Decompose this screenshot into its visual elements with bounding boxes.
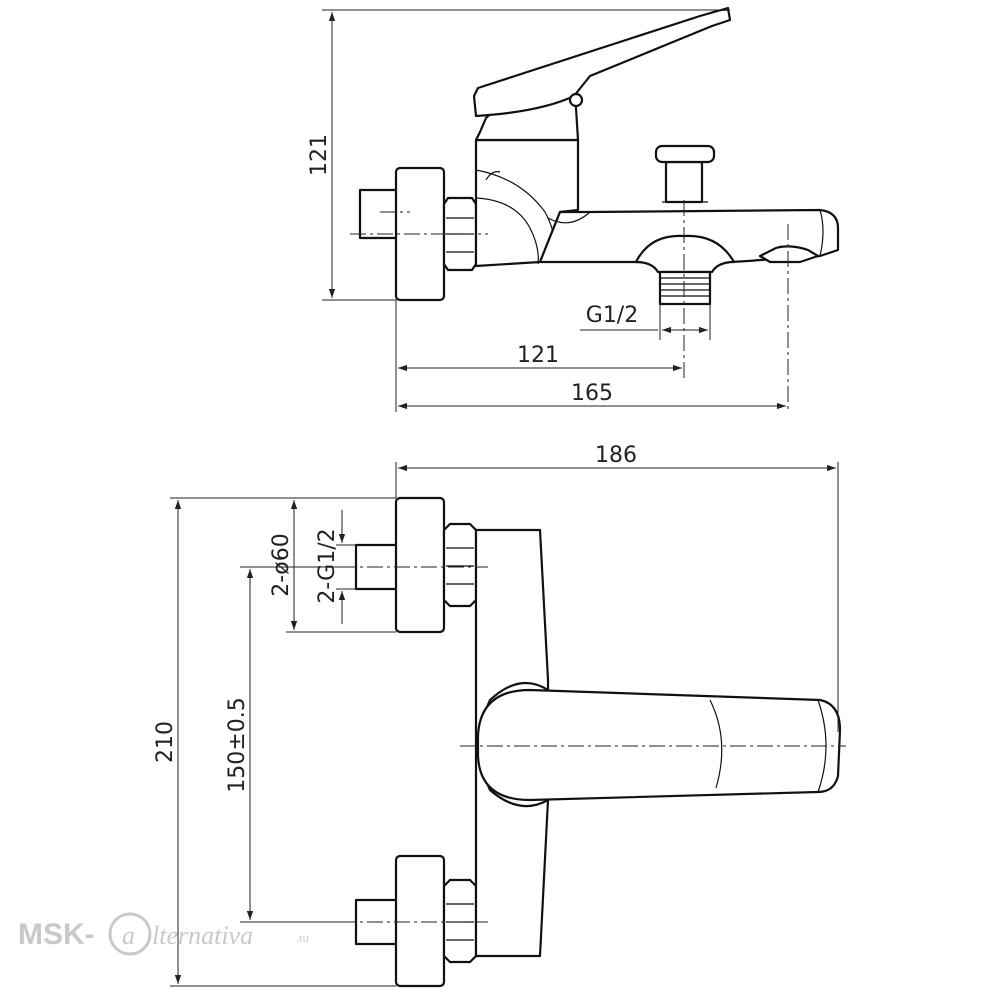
dim-outlet-thread: G1/2 — [586, 303, 638, 328]
side-diverter-stem — [664, 160, 704, 204]
side-view-dimensions: 121 121 165 G1/2 — [307, 9, 786, 412]
front-view — [340, 496, 846, 988]
watermark-suffix: .ru — [296, 933, 309, 945]
front-lower-hex-nut — [442, 878, 478, 964]
front-view-dimensions: 186 210 2-ø60 2-G1/2 150±0.5 — [153, 443, 839, 987]
watermark-brand-right: lternativa — [152, 921, 253, 950]
side-aerator — [758, 245, 820, 264]
dim-side-height: 121 — [307, 134, 332, 176]
front-lever — [476, 688, 842, 802]
dim-spout-length: 165 — [571, 381, 613, 406]
side-view — [350, 6, 840, 410]
side-lever — [472, 6, 732, 118]
watermark-brand-left: MSK- — [18, 918, 95, 951]
side-outlet-housing — [634, 234, 736, 274]
side-threaded-outlet — [658, 270, 712, 306]
front-upper-hex-nut — [442, 522, 478, 608]
dim-escutcheon-diameter: 2-ø60 — [269, 533, 294, 596]
svg-text:a: a — [122, 921, 135, 950]
side-diverter-cap — [654, 144, 716, 164]
dim-inlet-thread: 2-G1/2 — [315, 528, 340, 603]
front-upper-escutcheon — [394, 496, 446, 634]
dim-inlet-spacing: 150±0.5 — [225, 697, 250, 792]
front-lower-escutcheon — [394, 854, 446, 988]
dim-outlet-distance: 121 — [517, 343, 559, 368]
dim-overall-height: 210 — [153, 721, 178, 763]
watermark-logo: MSK- a lternativa .ru — [18, 912, 309, 956]
dim-overall-width: 186 — [595, 443, 637, 468]
watermark-at-icon — [108, 912, 152, 956]
side-inlet-stub — [358, 188, 400, 240]
